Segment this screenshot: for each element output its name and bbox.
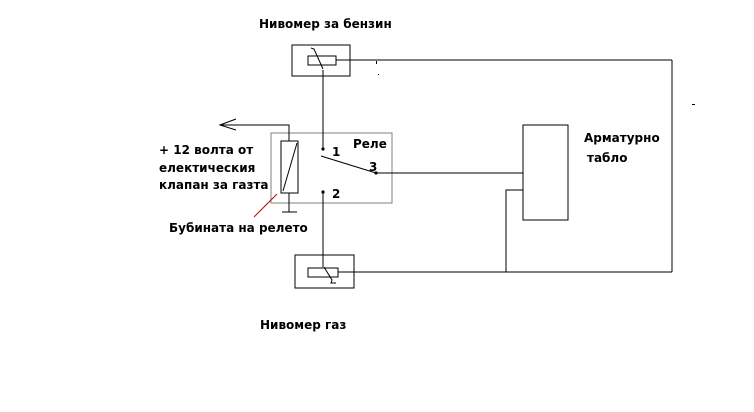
supply-arrow-icon xyxy=(218,118,237,131)
label-fuel-gauge-petrol: Нивомер за бензин xyxy=(259,17,392,31)
label-supply-line2: електическия xyxy=(159,161,255,175)
dashboard-block xyxy=(522,124,569,221)
label-dashboard-line2: табло xyxy=(587,151,627,165)
gas-sender-wiper xyxy=(323,266,336,284)
stray-mark xyxy=(376,61,377,64)
relay-switch-arm xyxy=(320,155,377,174)
gas-sender-resistor xyxy=(307,267,339,278)
label-relay-coil: Бубината на релето xyxy=(169,221,308,235)
label-dashboard-line1: Арматурно xyxy=(584,131,660,145)
relay-housing xyxy=(270,132,393,204)
pin-label-1: 1 xyxy=(332,145,340,159)
label-supply-line1: + 12 волта от xyxy=(159,143,253,157)
pin-label-2: 2 xyxy=(332,187,340,201)
wire-dashboard-ground xyxy=(505,189,523,272)
stray-mark xyxy=(692,104,695,105)
coil-supply-wire xyxy=(220,124,290,141)
stray-mark xyxy=(378,74,379,75)
relay-coil xyxy=(280,140,299,213)
label-relay: Реле xyxy=(353,137,387,151)
label-supply-line3: клапан за газта xyxy=(159,178,269,192)
label-fuel-gauge-gas: Нивомер газ xyxy=(260,318,346,332)
coil-diagonal xyxy=(282,142,298,192)
coil-pointer-line xyxy=(253,193,278,218)
petrol-sender-wiper xyxy=(310,47,324,70)
pin-label-3: 3 xyxy=(369,160,377,174)
petrol-sender-resistor xyxy=(307,55,337,66)
